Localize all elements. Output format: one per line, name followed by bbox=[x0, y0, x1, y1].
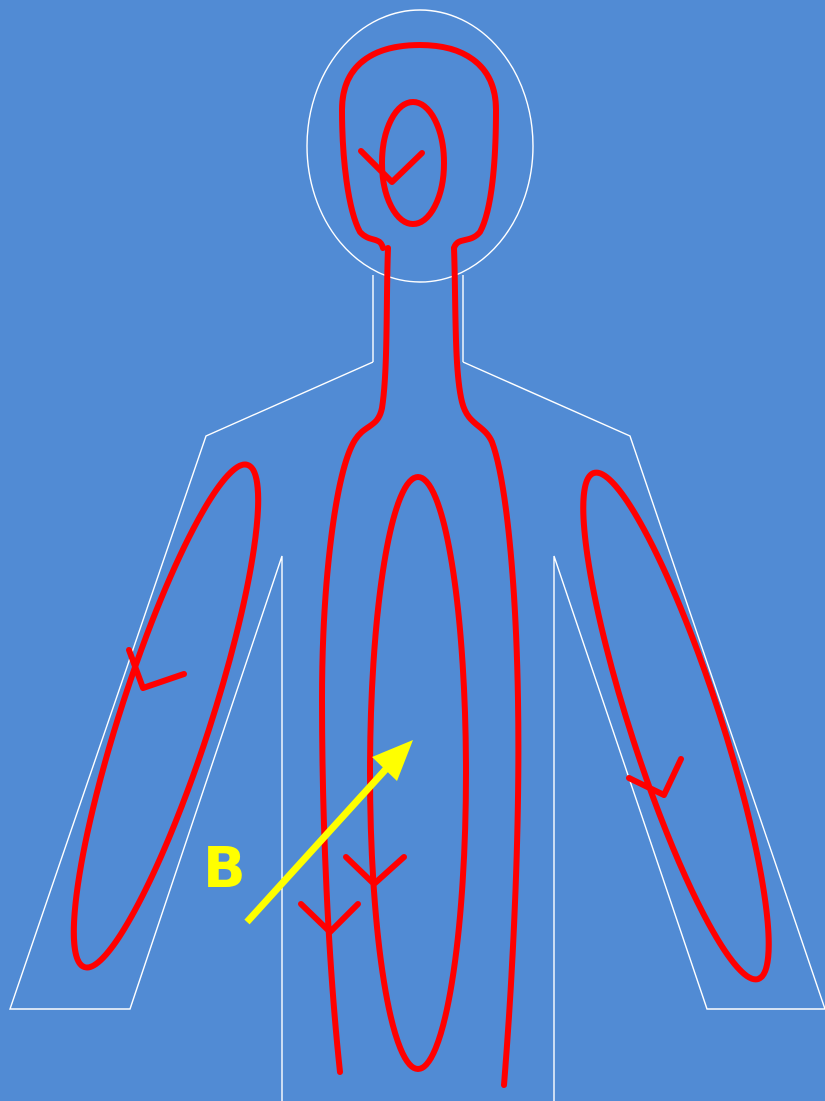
left-arm-torso-outline bbox=[10, 362, 373, 1101]
arrowhead-icon bbox=[361, 151, 422, 182]
right-arm-loop bbox=[551, 459, 801, 993]
field-arrow-shaft bbox=[247, 769, 386, 922]
current-loops bbox=[42, 45, 801, 1085]
head-outer-loop bbox=[342, 45, 496, 248]
field-arrow-icon bbox=[247, 740, 413, 922]
body-outline bbox=[10, 10, 825, 1101]
current-direction-arrows bbox=[129, 151, 681, 932]
arrowhead-icon bbox=[629, 759, 681, 795]
field-label: B bbox=[203, 836, 246, 901]
